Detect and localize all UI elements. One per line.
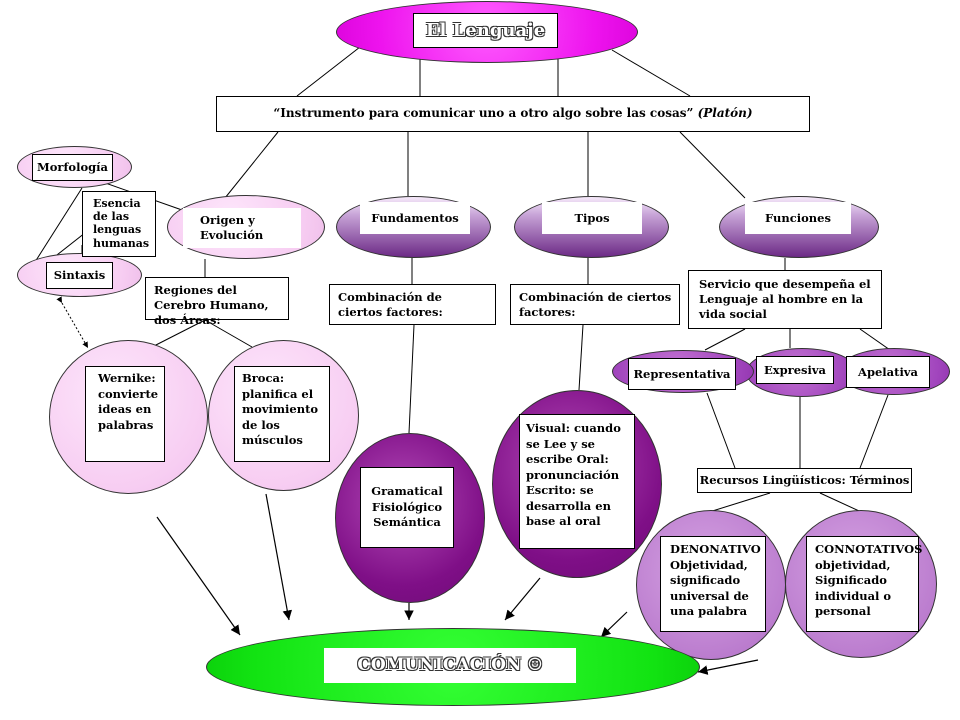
expresiva-label: Expresiva xyxy=(763,362,826,377)
broca-label: Broca: planifica el movimiento de los mú… xyxy=(242,371,319,448)
representativa-box: Representativa xyxy=(628,358,736,390)
morfologia-label: Morfología xyxy=(37,160,108,175)
representativa-label: Representativa xyxy=(633,366,731,381)
tipos-label: Tipos xyxy=(574,210,610,225)
fundamentos-combinacion: Combinación de ciertos factores: xyxy=(338,290,443,319)
expresiva-box: Expresiva xyxy=(756,356,834,384)
tipos-box: Tipos xyxy=(542,202,642,234)
recursos-box: Recursos Lingüísticos: Términos xyxy=(697,468,912,493)
denonativo-label: DENONATIVO Objetividad, significado univ… xyxy=(670,542,761,619)
fundamentos-label: Fundamentos xyxy=(371,210,459,225)
regiones-label: Regiones del Cerebro Humano, dos Áreas: xyxy=(154,283,269,327)
esencia-box: Esencia de las lenguas humanas xyxy=(82,191,156,257)
tipos-combinacion: Combinación de ciertos factores: xyxy=(519,290,672,319)
denonativo-box: DENONATIVO Objetividad, significado univ… xyxy=(660,536,766,632)
fundamentos-box: Fundamentos xyxy=(360,202,470,234)
definition-author: (Platón) xyxy=(697,106,753,121)
wernike-label: Wernike: convierte ideas en palabras xyxy=(98,371,159,432)
tipos-combinacion-box: Combinación de ciertos factores: xyxy=(510,284,680,325)
connotativos-label: CONNOTATIVOS objetividad, Significado in… xyxy=(815,542,923,619)
regiones-box: Regiones del Cerebro Humano, dos Áreas: xyxy=(145,277,289,327)
comunicacion-label: COMUNICACIÓN ☺ xyxy=(357,655,543,676)
title-text: El Lenguaje xyxy=(425,19,546,41)
title-box: El Lenguaje xyxy=(413,13,558,48)
definition-box: “Instrumento para comunicar uno a otro a… xyxy=(216,96,810,132)
recursos-label: Recursos Lingüísticos: Términos xyxy=(699,473,910,488)
esencia-label: Esencia de las lenguas humanas xyxy=(93,197,150,250)
servicio-label: Servicio que desempeña el Lenguaje al ho… xyxy=(699,277,871,321)
apelativa-label: Apelativa xyxy=(858,364,918,379)
broca-box: Broca: planifica el movimiento de los mú… xyxy=(234,366,330,462)
sintaxis-label: Sintaxis xyxy=(53,268,106,283)
tipos-items: Visual: cuando se Lee y se escribe Oral:… xyxy=(526,421,621,529)
apelativa-box: Apelativa xyxy=(846,356,930,388)
connotativos-box: CONNOTATIVOS objetividad, Significado in… xyxy=(806,536,923,632)
wernike-box: Wernike: convierte ideas en palabras xyxy=(85,366,165,462)
comunicacion-box: COMUNICACIÓN ☺ xyxy=(324,648,576,683)
definition-quote: “Instrumento para comunicar uno a otro a… xyxy=(273,106,694,121)
fundamentos-items: Gramatical Fisiológico Semántica xyxy=(371,484,443,530)
servicio-box: Servicio que desempeña el Lenguaje al ho… xyxy=(688,270,882,329)
fundamentos-items-box: Gramatical Fisiológico Semántica xyxy=(360,467,454,548)
fundamentos-combinacion-box: Combinación de ciertos factores: xyxy=(329,284,496,325)
funciones-box: Funciones xyxy=(745,202,851,234)
morfologia-box: Morfología xyxy=(32,154,113,181)
origen-box: Origen y Evolución xyxy=(183,208,301,248)
tipos-items-box: Visual: cuando se Lee y se escribe Oral:… xyxy=(519,414,635,549)
sintaxis-box: Sintaxis xyxy=(46,262,113,289)
funciones-label: Funciones xyxy=(765,210,831,225)
origen-label: Origen y Evolución xyxy=(200,213,264,242)
